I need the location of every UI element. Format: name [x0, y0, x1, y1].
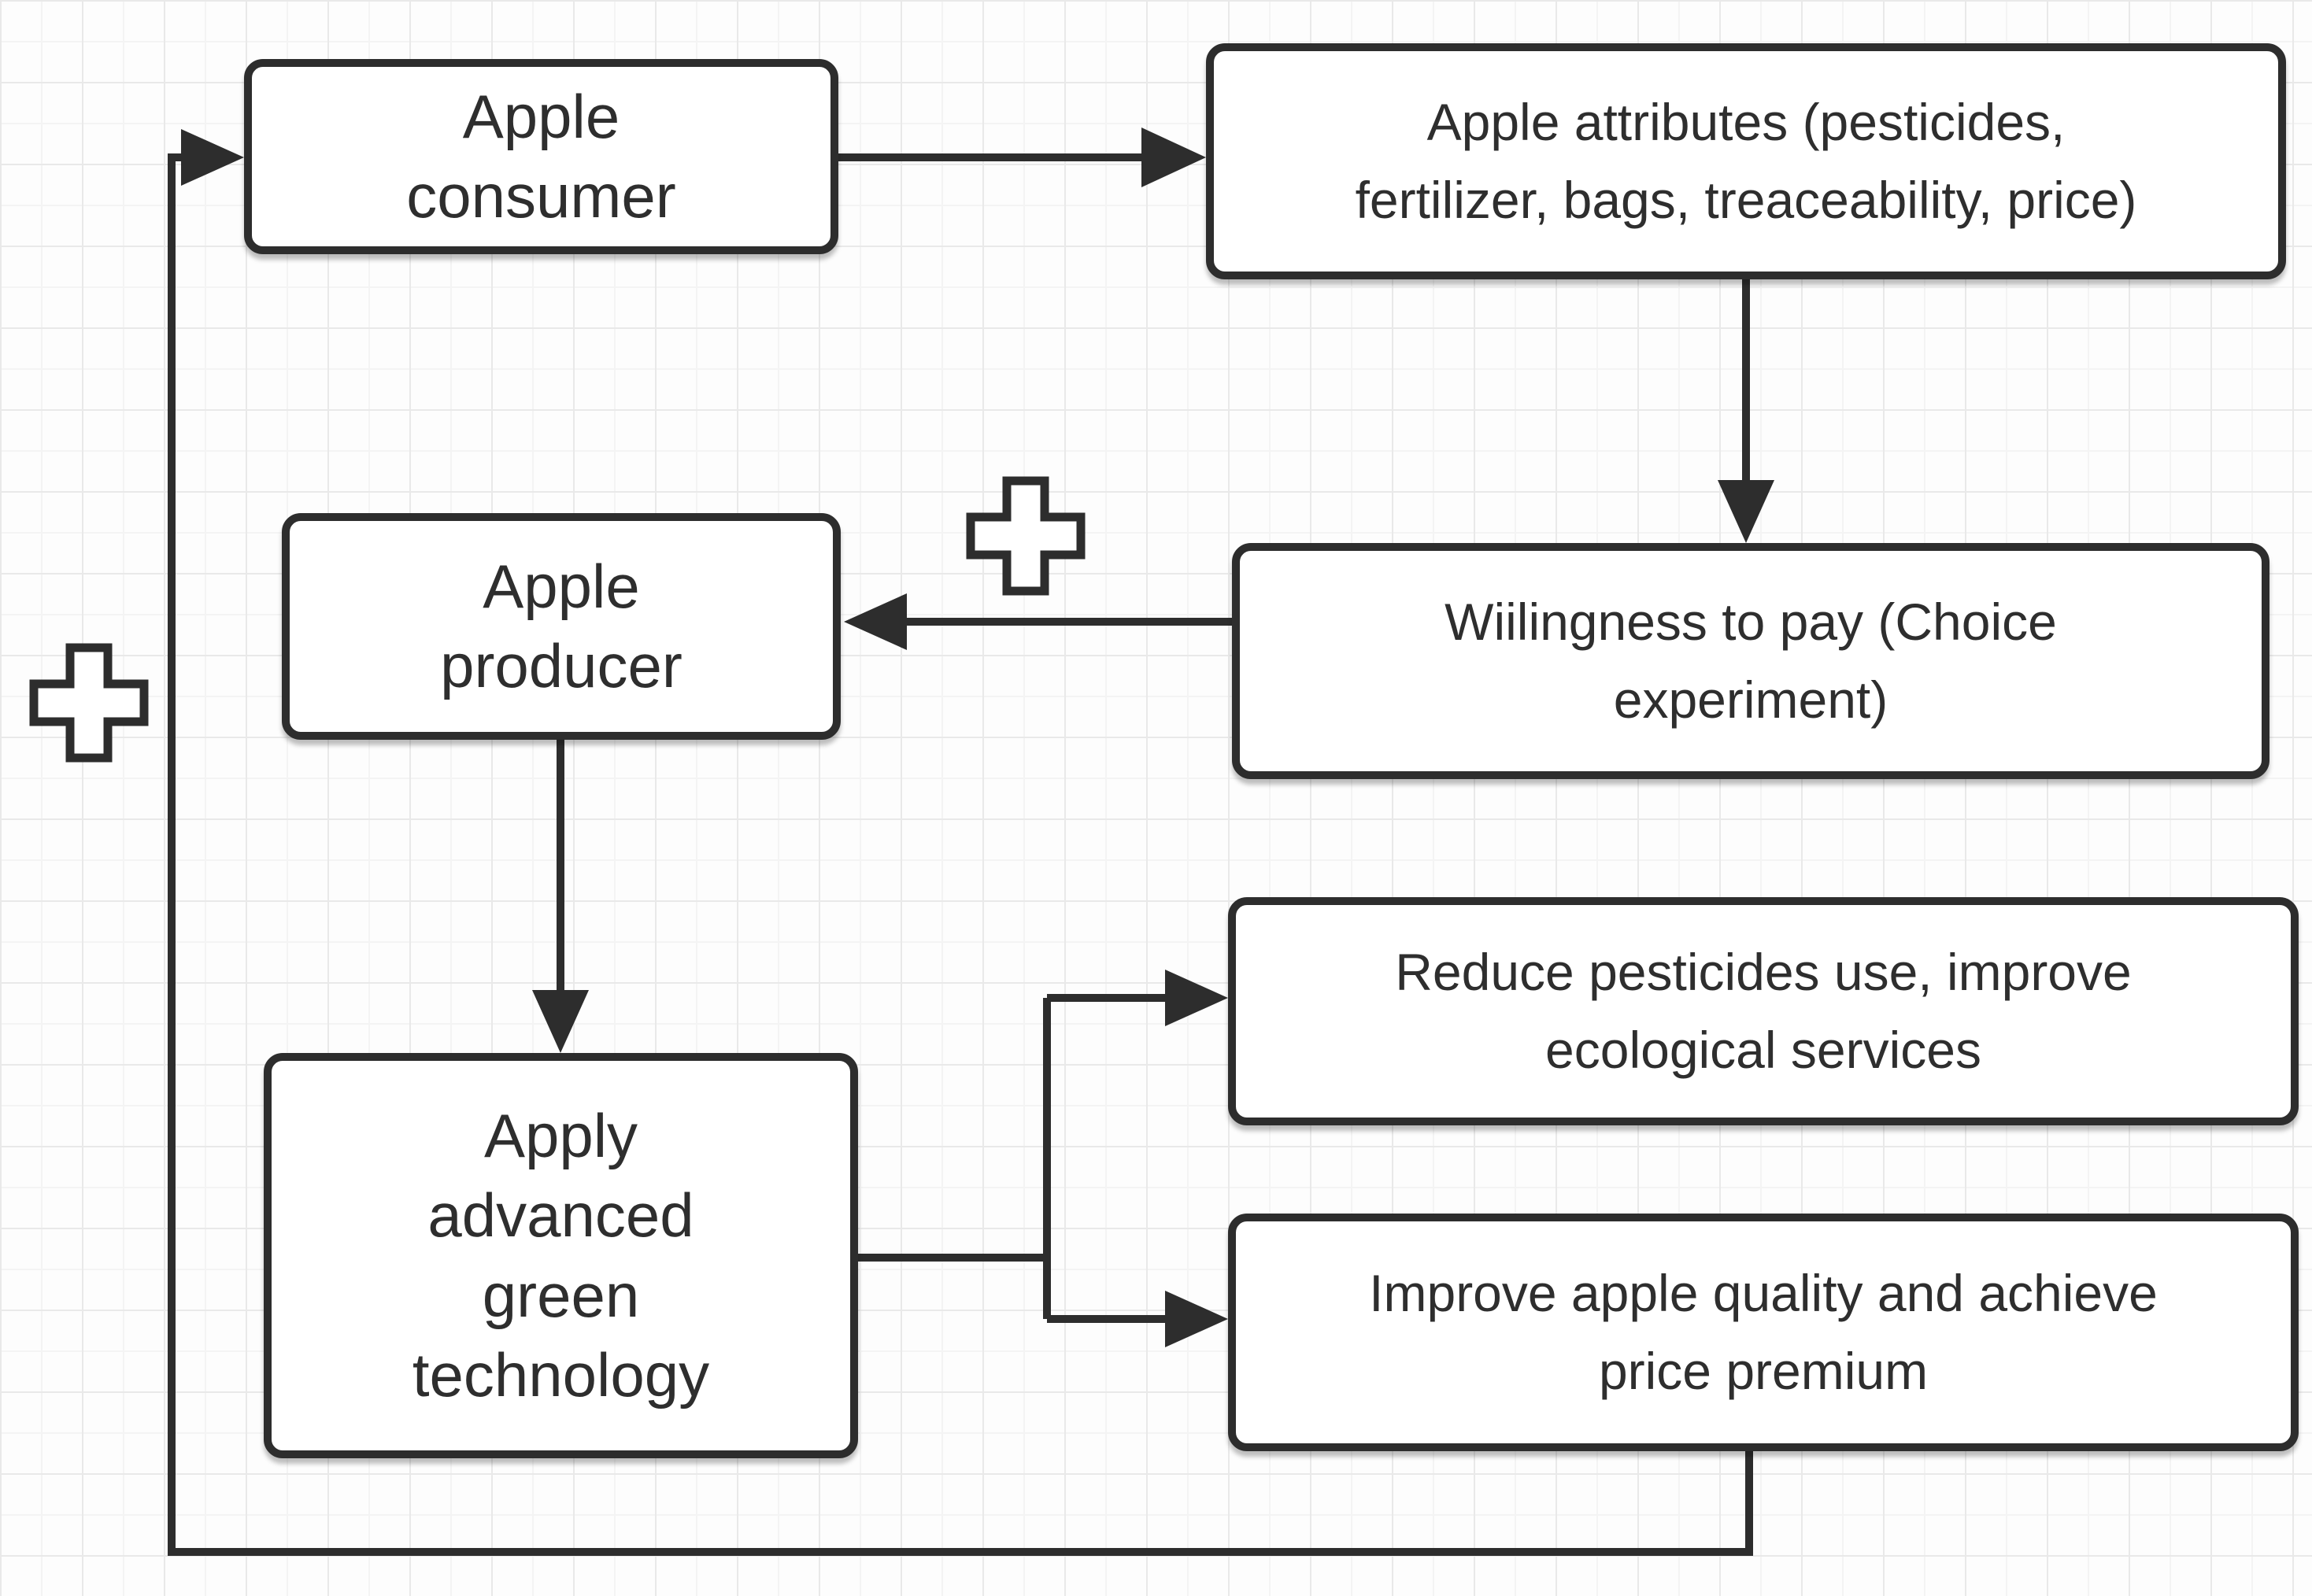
- node-apply-green-technology: Apply advanced green technology: [264, 1053, 858, 1458]
- node-apple-consumer: Apple consumer: [244, 59, 838, 254]
- node-improve-quality: Improve apple quality and achieve price …: [1228, 1214, 2299, 1451]
- arrowhead-into-reduce: [1165, 970, 1228, 1026]
- node-apply-green-technology-label: Apply advanced green technology: [412, 1100, 710, 1409]
- edge-feedback-loop: [168, 153, 1753, 1556]
- node-reduce-pesticides-label: Reduce pesticides use, improve ecologica…: [1395, 943, 2132, 1079]
- node-apple-consumer-label: Apple consumer: [406, 81, 676, 231]
- node-willingness-to-pay: Wiilingness to pay (Choice experiment): [1232, 543, 2269, 779]
- arrowhead-into-improve: [1165, 1291, 1228, 1347]
- node-improve-quality-label: Improve apple quality and achieve price …: [1369, 1264, 2158, 1400]
- arrowhead-into-attributes: [1141, 127, 1206, 187]
- arrowhead-into-consumer: [181, 129, 244, 186]
- arrowhead-into-producer: [844, 593, 907, 650]
- arrowhead-into-apply: [532, 990, 589, 1053]
- node-apple-attributes-label: Apple attributes (pesticides, fertilizer…: [1355, 93, 2137, 229]
- node-apple-producer: Apple producer: [282, 513, 841, 740]
- plus-icon: [966, 476, 1086, 596]
- node-apple-producer-label: Apple producer: [440, 551, 683, 700]
- node-willingness-to-pay-label: Wiilingness to pay (Choice experiment): [1445, 593, 2057, 729]
- node-reduce-pesticides: Reduce pesticides use, improve ecologica…: [1228, 897, 2299, 1125]
- node-apple-attributes: Apple attributes (pesticides, fertilizer…: [1206, 43, 2286, 279]
- arrowhead-into-wtp: [1718, 480, 1774, 543]
- edge-apply-branch: [858, 994, 1170, 1323]
- plus-icon: [29, 643, 149, 763]
